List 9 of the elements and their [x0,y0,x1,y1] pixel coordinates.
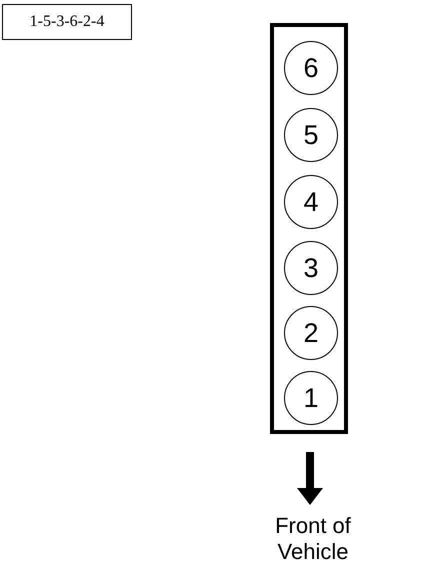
cylinder-circle: 6 [284,41,338,95]
cylinder-circle: 1 [284,371,338,425]
firing-order-box: 1-5-3-6-2-4 [2,4,132,40]
cylinder-circle: 4 [284,175,338,229]
engine-block-outline [270,23,348,434]
direction-label: Front of Vehicle [274,513,352,565]
cylinder-circle: 2 [284,306,338,360]
cylinder-circle: 5 [284,108,338,162]
cylinder-circle: 3 [284,241,338,295]
